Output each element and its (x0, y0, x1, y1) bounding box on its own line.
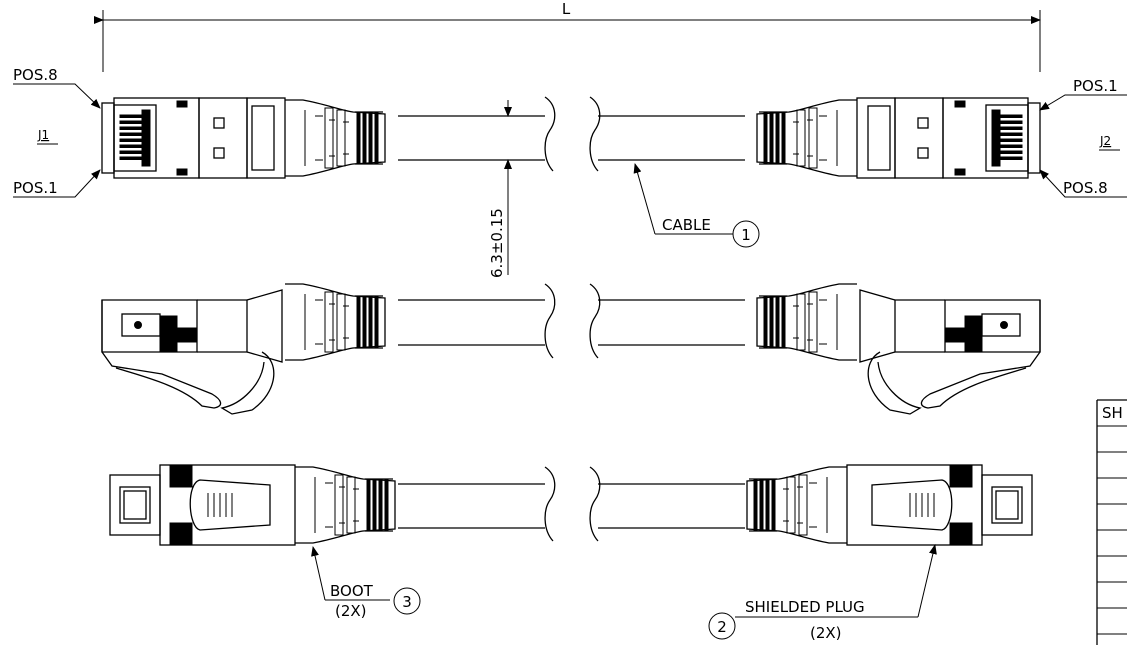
boot-callout-qty: (2X) (335, 602, 367, 620)
j1-pos1-label-visible: POS.1 (13, 179, 58, 197)
table-header: SH (1102, 404, 1123, 422)
j2-pos1-label: POS.1 (1073, 77, 1118, 95)
j2-plug-top (757, 98, 1040, 178)
j1-cable-top (398, 115, 545, 161)
j2-tag: J2 (1099, 134, 1111, 148)
j2-plug-bottom (747, 465, 1032, 545)
j1-plug-bottom (110, 465, 395, 545)
j1-tag: J1 (37, 128, 49, 142)
j2-pos8-label: POS.8 (1063, 179, 1108, 197)
j1-plug-side (102, 284, 385, 414)
length-label: L (562, 0, 571, 18)
top-view (102, 96, 1040, 178)
cable-callout: CABLE 1 (633, 163, 760, 248)
j1-plug-top (102, 98, 385, 178)
diameter-dimension: 6.3±0.15 (487, 100, 520, 278)
cable-callout-text: CABLE (662, 216, 711, 234)
j2-plug-side (757, 284, 1040, 414)
bottom-view (110, 465, 1032, 545)
boot-callout-text: BOOT (330, 582, 374, 600)
side-view (102, 283, 1040, 414)
shielded-plug-callout-text: SHIELDED PLUG (745, 598, 865, 616)
j1-pos8-label: POS.8 (13, 66, 58, 84)
shielded-plug-callout: 2 SHIELDED PLUG (2X) (708, 544, 937, 642)
shielded-plug-callout-qty: (2X) (810, 624, 842, 642)
j1-labels: POS.8 J1 POS.8 POS.1 (13, 66, 101, 198)
shielded-plug-callout-number: 2 (717, 618, 727, 636)
overall-length-dimension: L (94, 0, 1041, 72)
j2-cable-top (598, 115, 745, 161)
j2-labels: POS.1 J2 POS.8 (1039, 77, 1127, 198)
revision-table: SH (1096, 399, 1127, 645)
diameter-label: 6.3±0.15 (488, 208, 506, 278)
boot-callout: BOOT (2X) 3 (311, 546, 421, 620)
boot-callout-number: 3 (402, 593, 412, 611)
cable-callout-number: 1 (741, 226, 751, 244)
